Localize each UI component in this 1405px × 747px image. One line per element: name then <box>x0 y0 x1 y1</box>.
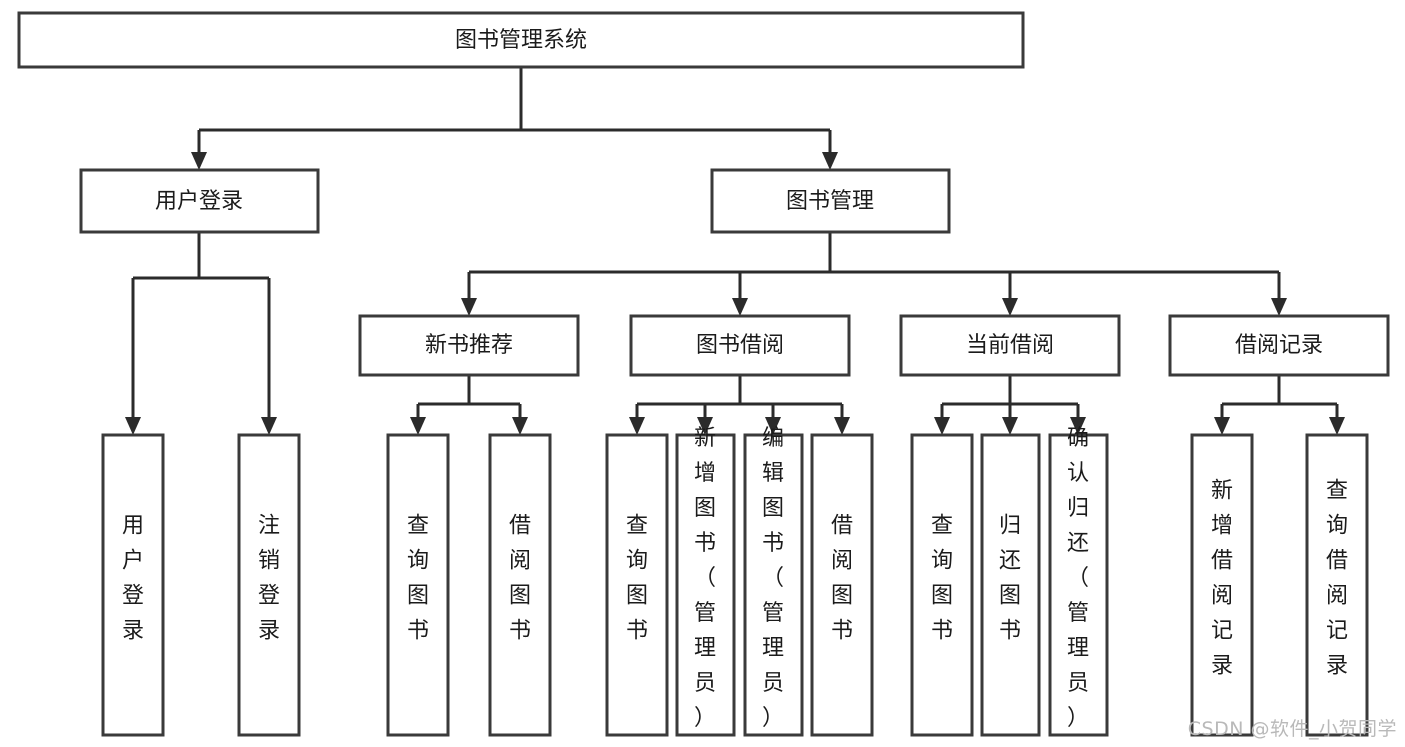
node-leaf-user-logout[interactable]: 注销登录 <box>237 433 301 737</box>
node-leaf-query-book-2-box[interactable] <box>605 433 669 737</box>
node-user-login[interactable]: 用户登录 <box>79 168 320 234</box>
node-leaf-query-book-1[interactable]: 查询图书 <box>386 433 450 737</box>
node-leaf-query-record-label: 查询借阅记录 <box>1326 479 1348 679</box>
node-leaf-return-book-box[interactable] <box>980 433 1041 737</box>
node-book-management-box[interactable] <box>710 168 951 234</box>
node-borrow-record-box[interactable] <box>1168 314 1390 377</box>
node-current-borrow[interactable]: 当前借阅 <box>899 314 1121 377</box>
edge-group-user-login-to-leaves <box>125 232 277 435</box>
node-leaf-add-record[interactable]: 新增借阅记录 <box>1190 433 1254 737</box>
node-leaf-borrow-book-2[interactable]: 借阅图书 <box>810 433 874 737</box>
arrowhead-borrow-record <box>1271 298 1287 316</box>
node-root[interactable]: 图书管理系统 <box>17 11 1025 69</box>
arrowhead-leaf-query-book-2 <box>629 417 645 435</box>
node-book-borrow-label: 图书借阅 <box>696 333 784 358</box>
arrowhead-leaf-query-book-3 <box>934 417 950 435</box>
node-user-login-label: 用户登录 <box>155 189 243 214</box>
node-leaf-edit-book[interactable]: 编辑图书（管理员） <box>743 426 804 737</box>
node-new-book-recommend-box[interactable] <box>358 314 580 377</box>
node-root-box[interactable] <box>17 11 1025 69</box>
arrowhead-leaf-confirm-return <box>1070 417 1086 435</box>
node-leaf-borrow-book-1-label: 借阅图书 <box>509 514 531 644</box>
arrowhead-leaf-borrow-book-1 <box>512 417 528 435</box>
edge-group-book-management-to-level3 <box>461 232 1287 316</box>
arrowhead-leaf-user-login <box>125 417 141 435</box>
edge-group-book-borrow-to-leaves <box>629 375 850 435</box>
arrowhead-book-management <box>822 152 838 170</box>
arrowhead-new-book-recommend <box>461 298 477 316</box>
node-leaf-query-book-3[interactable]: 查询图书 <box>910 433 974 737</box>
node-leaf-borrow-book-2-box[interactable] <box>810 433 874 737</box>
node-leaf-query-book-2[interactable]: 查询图书 <box>605 433 669 737</box>
node-leaf-user-login[interactable]: 用户登录 <box>101 433 165 737</box>
node-current-borrow-box[interactable] <box>899 314 1121 377</box>
edge-group-current-borrow-to-leaves <box>934 375 1086 435</box>
node-leaf-user-logout-box[interactable] <box>237 433 301 737</box>
arrowhead-leaf-borrow-book-2 <box>834 417 850 435</box>
node-leaf-query-book-1-box[interactable] <box>386 433 450 737</box>
node-leaf-query-book-3-label: 查询图书 <box>931 514 953 644</box>
node-book-borrow[interactable]: 图书借阅 <box>629 314 851 377</box>
node-leaf-add-book-box[interactable] <box>675 433 736 737</box>
node-leaf-borrow-book-2-label: 借阅图书 <box>831 514 853 644</box>
node-leaf-add-book[interactable]: 新增图书（管理员） <box>675 426 736 737</box>
arrowhead-current-borrow <box>1002 298 1018 316</box>
node-leaf-confirm-return-box[interactable] <box>1048 433 1109 737</box>
arrowhead-leaf-add-book <box>697 417 713 435</box>
node-leaf-add-record-box[interactable] <box>1190 433 1254 737</box>
arrowhead-leaf-return-book <box>1002 417 1018 435</box>
node-leaf-query-record[interactable]: 查询借阅记录 <box>1305 433 1369 737</box>
node-new-book-recommend[interactable]: 新书推荐 <box>358 314 580 377</box>
arrowhead-user-login <box>191 152 207 170</box>
arrowhead-leaf-query-book-1 <box>410 417 426 435</box>
node-book-management-label: 图书管理 <box>786 189 874 214</box>
node-leaf-user-login-label: 用户登录 <box>122 514 144 644</box>
edge-group-borrow-record-to-leaves <box>1214 375 1345 435</box>
node-leaf-query-record-box[interactable] <box>1305 433 1369 737</box>
node-borrow-record-label: 借阅记录 <box>1235 333 1323 358</box>
arrowhead-leaf-edit-book <box>765 417 781 435</box>
node-book-management[interactable]: 图书管理 <box>710 168 951 234</box>
node-leaf-borrow-book-1[interactable]: 借阅图书 <box>488 433 552 737</box>
arrowhead-leaf-add-record <box>1214 417 1230 435</box>
node-new-book-recommend-label: 新书推荐 <box>425 333 513 358</box>
csdn-watermark: CSDN @软件_小贺同学 <box>1187 718 1397 740</box>
edge-group-root-to-level2 <box>191 67 838 170</box>
node-leaf-return-book-label: 归还图书 <box>999 514 1021 644</box>
node-leaf-confirm-return-label: 确认归还（管理员） <box>1067 426 1089 731</box>
node-root-label: 图书管理系统 <box>455 28 587 53</box>
node-leaf-user-logout-label: 注销登录 <box>258 514 280 644</box>
edge-group-new-book-to-leaves <box>410 375 528 435</box>
node-leaf-add-record-label: 新增借阅记录 <box>1211 479 1233 679</box>
node-leaf-add-book-label: 新增图书（管理员） <box>694 426 716 731</box>
node-leaf-confirm-return[interactable]: 确认归还（管理员） <box>1048 426 1109 737</box>
arrowhead-leaf-user-logout <box>261 417 277 435</box>
node-leaf-return-book[interactable]: 归还图书 <box>980 433 1041 737</box>
node-leaf-query-book-3-box[interactable] <box>910 433 974 737</box>
node-leaf-borrow-book-1-box[interactable] <box>488 433 552 737</box>
node-leaf-query-book-2-label: 查询图书 <box>626 514 648 644</box>
node-current-borrow-label: 当前借阅 <box>966 333 1054 358</box>
node-user-login-box[interactable] <box>79 168 320 234</box>
node-leaf-user-login-box[interactable] <box>101 433 165 737</box>
node-leaf-edit-book-box[interactable] <box>743 433 804 737</box>
node-leaf-edit-book-label: 编辑图书（管理员） <box>762 426 784 731</box>
node-book-borrow-box[interactable] <box>629 314 851 377</box>
node-leaf-query-book-1-label: 查询图书 <box>407 514 429 644</box>
arrowhead-leaf-query-record <box>1329 417 1345 435</box>
arrowhead-book-borrow <box>732 298 748 316</box>
node-borrow-record[interactable]: 借阅记录 <box>1168 314 1390 377</box>
